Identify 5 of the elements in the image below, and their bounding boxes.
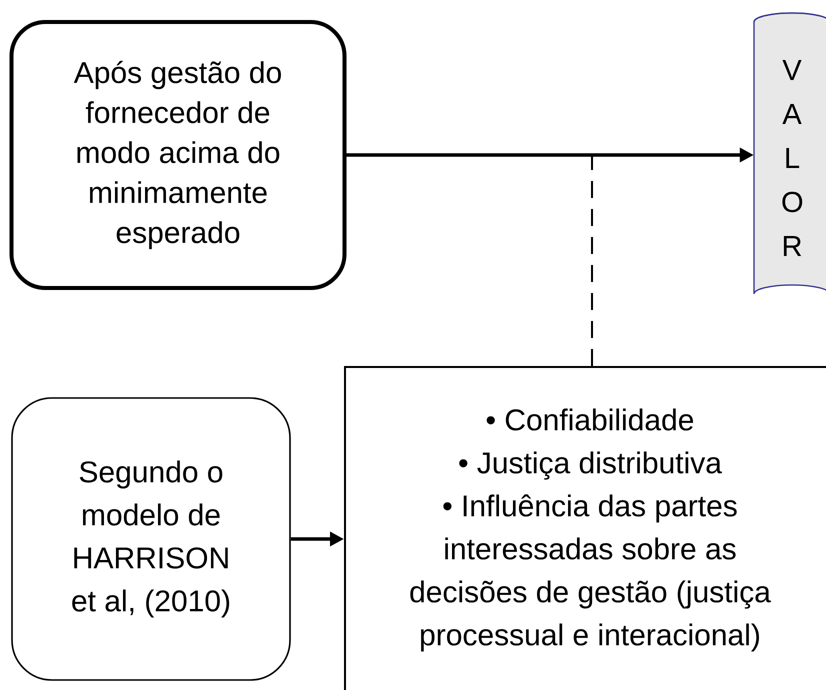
process-box: Após gestão do fornecedor de modo acima do minimamente esperado xyxy=(10,20,346,290)
criteria-box: • Confiabilidade • Justiça distributiva • Influência das partes interessadas sobre as decisões de gestão (justiça processual e interacional) xyxy=(344,366,826,690)
source-box: Segundo o modelo de HARRISON et al, (2010) xyxy=(11,397,291,681)
dashed-line xyxy=(591,155,593,366)
value-cylinder: V A L O R xyxy=(753,12,826,295)
